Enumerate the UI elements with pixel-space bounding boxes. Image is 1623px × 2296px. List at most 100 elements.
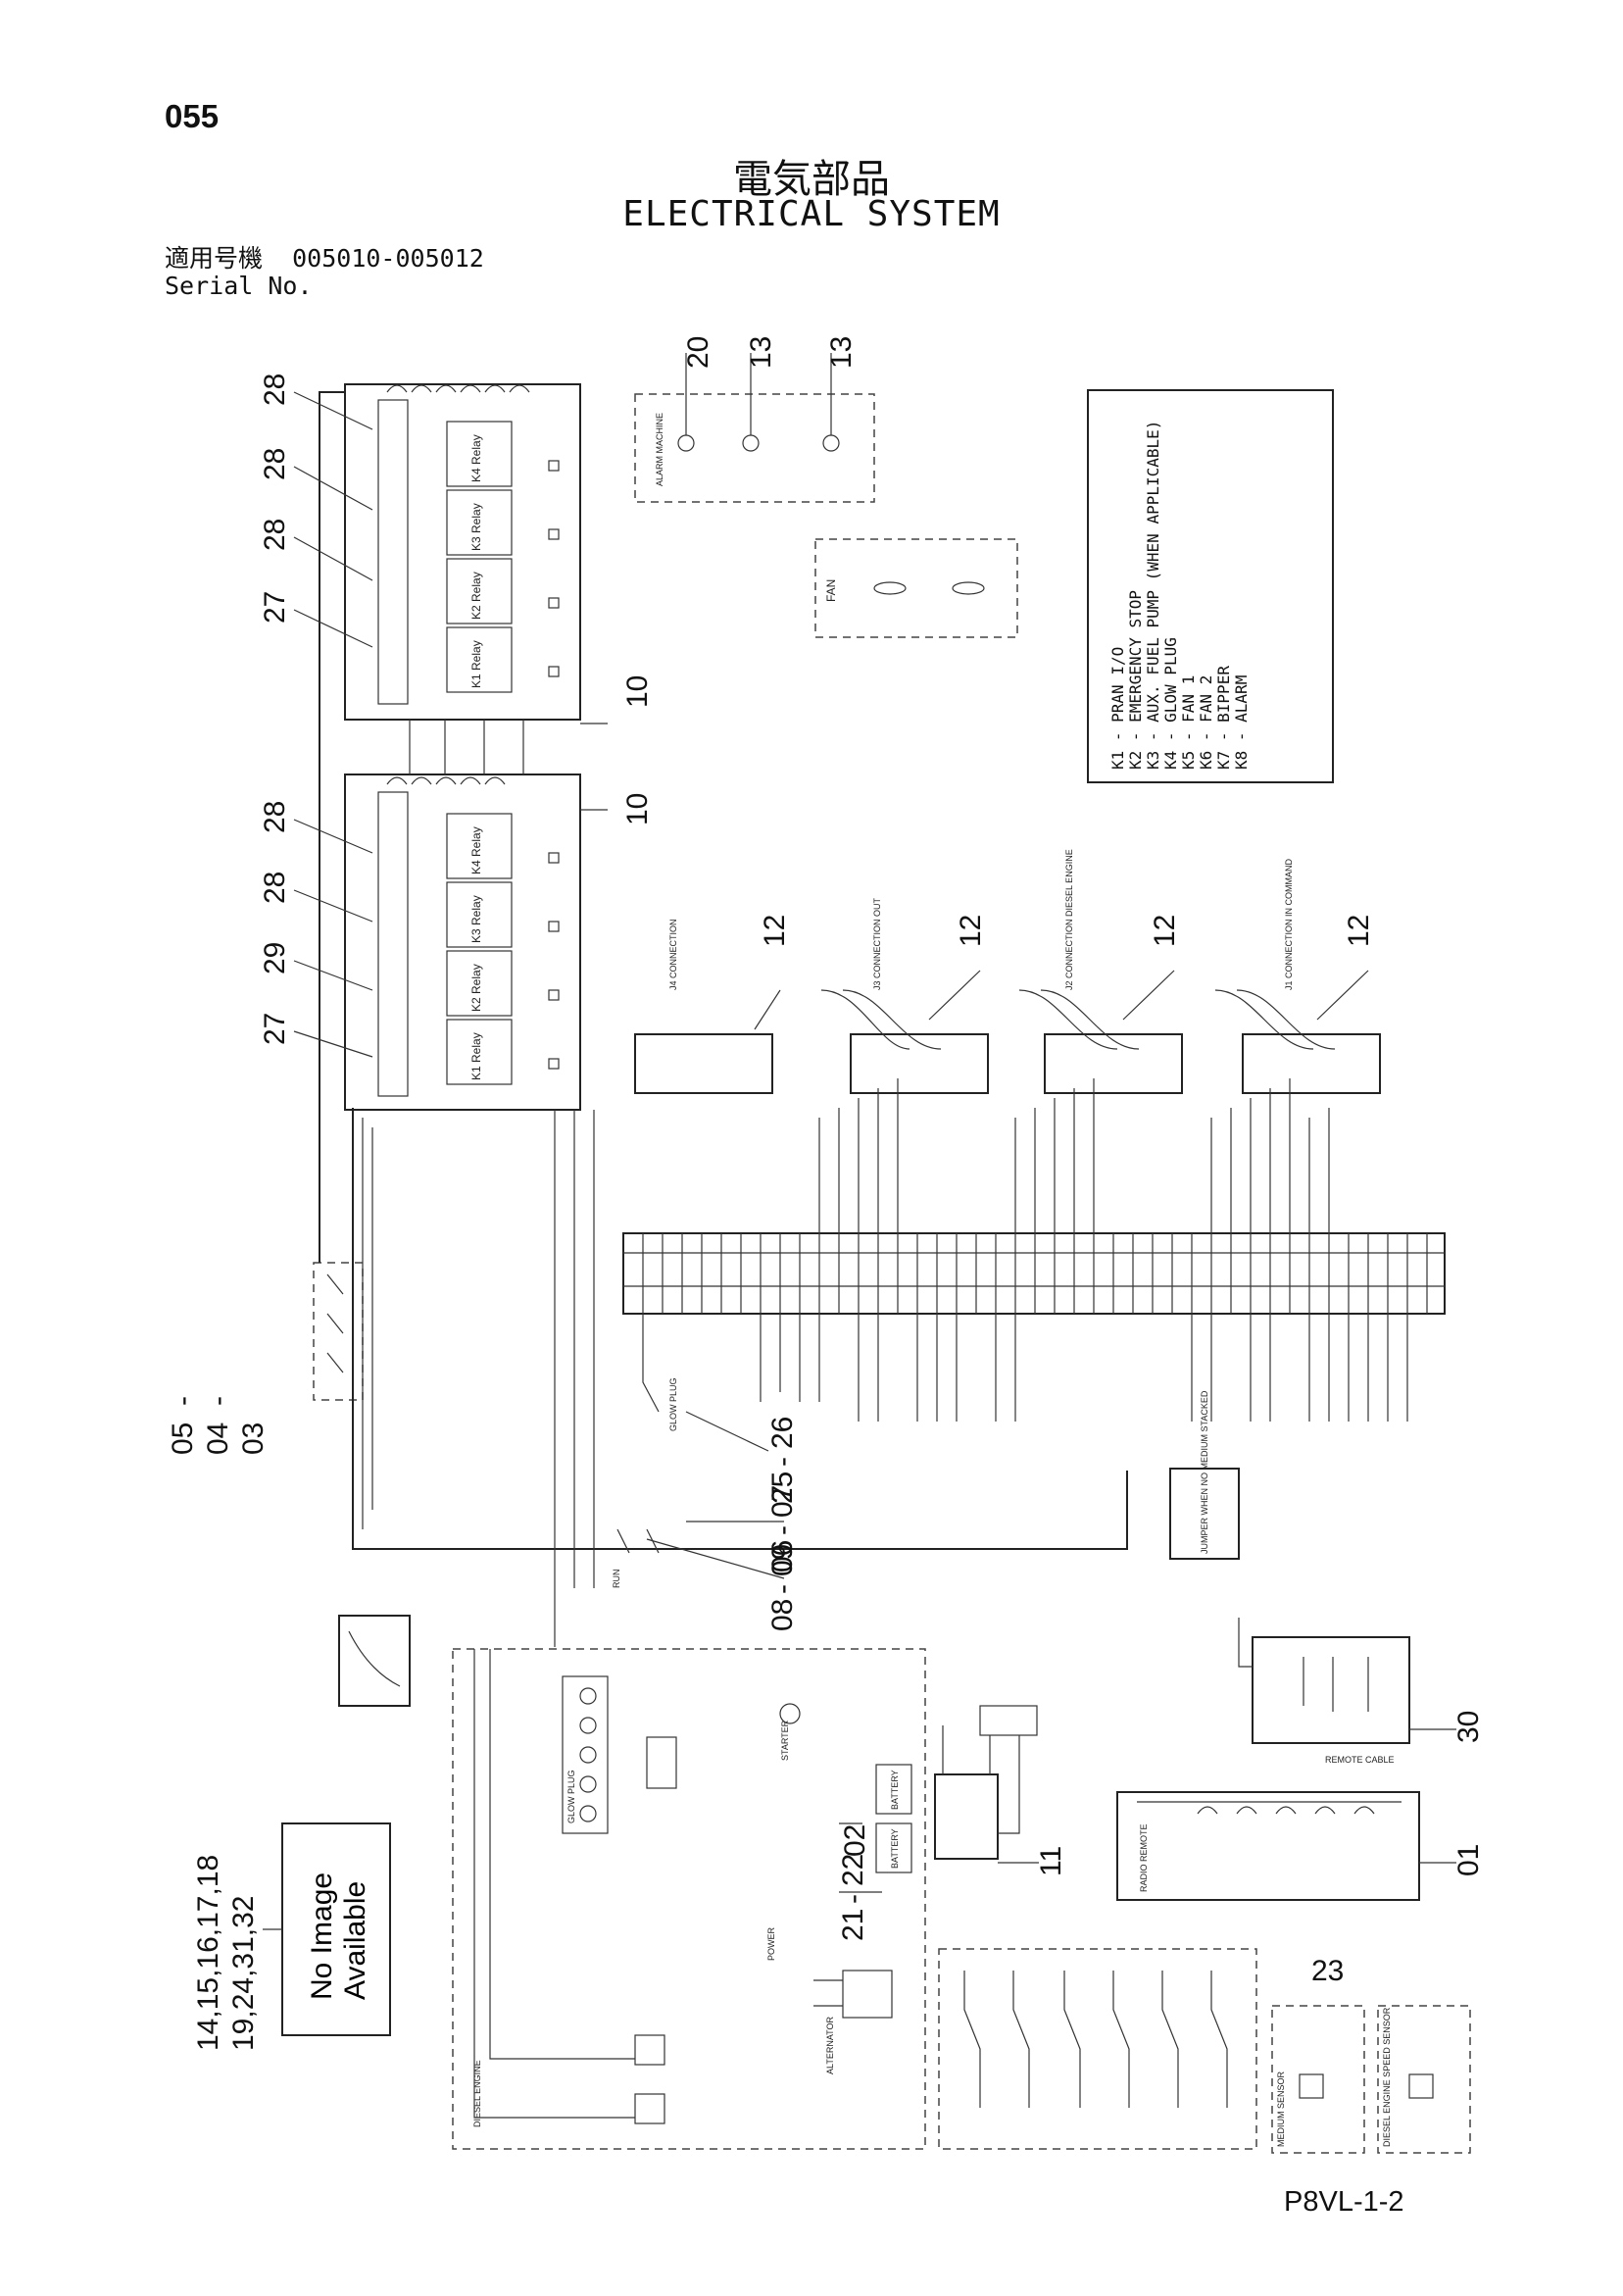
alternator-label: ALTERNATOR <box>825 2016 835 2074</box>
fan-label: FAN <box>824 579 838 602</box>
callout-23: 23 <box>1311 1955 1344 1987</box>
terminal-markers-upper <box>548 460 560 677</box>
page-number: 055 <box>165 98 220 134</box>
legend-k2: K2 - EMERGENCY STOP <box>1126 590 1145 770</box>
relay-k1-label-lower: K1 Relay <box>469 1032 483 1080</box>
drawing-code: P8VL-1-2 <box>1284 2186 1404 2218</box>
fan-box: FAN <box>814 538 1018 638</box>
callout-group-a: 14,15,16,17,18 <box>192 1855 224 2051</box>
callout-10a: 10 <box>621 675 654 708</box>
alarm-machine-label: ALARM MACHINE <box>655 413 664 486</box>
no-image-line2: Available <box>339 1881 371 2000</box>
callout-leaders <box>293 391 1456 1893</box>
callout-09: 09 <box>766 1544 799 1576</box>
relay-board-upper: K4 Relay K3 Relay K2 Relay K1 Relay <box>344 383 581 721</box>
relay-k4-label-lower: K4 Relay <box>469 826 483 874</box>
callout-27b: 27 <box>259 1013 291 1045</box>
callout-12d: 12 <box>1343 915 1375 947</box>
legend-k7: K7 - BIPPER <box>1214 666 1233 770</box>
callout-11: 11 <box>1035 1846 1067 1876</box>
legend-k3: K3 - AUX. FUEL PUMP (WHEN APPLICABLE) <box>1144 421 1162 770</box>
page-title: ELECTRICAL SYSTEM <box>622 194 1001 234</box>
remote-cable-label: REMOTE CABLE <box>1325 1755 1395 1765</box>
callout-04-sep: - <box>167 1396 199 1406</box>
callout-12a: 12 <box>759 915 791 947</box>
callout-22: 22 <box>837 1854 869 1886</box>
diesel-engine-label: DIESEL ENGINE <box>472 2060 482 2127</box>
panel-module-box <box>934 1705 1038 1860</box>
connector-blocks: J4 CONNECTION J3 CONNECTION OUT J2 CONNE… <box>634 849 1381 1094</box>
glow-plug-switch-label: GLOW PLUG <box>668 1377 678 1431</box>
serial-range: 005010-005012 <box>292 244 484 273</box>
legend-k5: K5 - FAN 1 <box>1179 675 1198 770</box>
sensor-boxes: MEDIUM SENSOR DIESEL ENGINE SPEED SENSOR <box>1271 2005 1471 2154</box>
callout-29: 29 <box>259 942 291 974</box>
j2-connection-label: J2 CONNECTION DIESEL ENGINE <box>1064 849 1074 990</box>
relay-k3-label: K3 Relay <box>469 503 483 551</box>
callout-28b: 28 <box>259 448 291 480</box>
j1-connection-label: J1 CONNECTION IN COMMAND <box>1284 858 1294 990</box>
track-switches-box <box>938 1948 1257 2150</box>
run-label: RUN <box>612 1570 621 1589</box>
relay-k2-label-lower: K2 Relay <box>469 964 483 1012</box>
callout-13b: 13 <box>825 336 858 369</box>
callout-12c: 12 <box>1149 915 1181 947</box>
callout-01: 01 <box>1452 1844 1485 1876</box>
serial-label-en: Serial No. <box>165 272 313 300</box>
callout-10b: 10 <box>621 793 654 825</box>
callout-28a: 28 <box>259 374 291 406</box>
terminal-ticks <box>642 1233 1428 1314</box>
legend-k6: K6 - FAN 2 <box>1197 675 1215 770</box>
callout-20: 20 <box>682 336 714 369</box>
alarm-machine-box: ALARM MACHINE <box>634 353 875 503</box>
serial-label-jp: 適用号機 <box>165 244 264 273</box>
relay-k3-label-lower: K3 Relay <box>469 895 483 943</box>
relay-board-lower: K4 Relay K3 Relay K2 Relay K1 Relay <box>344 774 581 1111</box>
relay-k1-label: K1 Relay <box>469 640 483 688</box>
jumper-note: JUMPER WHEN NO MEDIUM STACKED <box>1169 1390 1240 1560</box>
glow-plug-label: GLOW PLUG <box>566 1770 576 1823</box>
j4-connection-label: J4 CONNECTION <box>668 919 678 990</box>
callout-03: 03 <box>237 1423 270 1455</box>
callout-07: 07 <box>766 1485 799 1518</box>
power-label: POWER <box>766 1926 776 1961</box>
callout-21: 21 <box>837 1909 869 1941</box>
battery-label-1: BATTERY <box>890 1770 900 1810</box>
diesel-engine-box: GLOW PLUG BATTERY BATTERY STARTER ALTERN… <box>452 1648 926 2150</box>
callout-21-sep: - <box>837 1894 869 1904</box>
callout-13a: 13 <box>745 336 777 369</box>
legend-k1: K1 - PRAN I/O <box>1108 647 1127 770</box>
relay-legend: K1 - PRAN I/O K2 - EMERGENCY STOP K3 - A… <box>1087 389 1334 783</box>
radio-remote-box: RADIO REMOTE <box>1116 1791 1420 1901</box>
relay-cells-upper <box>446 421 513 693</box>
terminal-markers-lower <box>548 852 560 1070</box>
jumper-label: JUMPER WHEN NO MEDIUM STACKED <box>1200 1390 1209 1554</box>
relay-cells-lower <box>446 813 513 1085</box>
relay-k4-label: K4 Relay <box>469 434 483 482</box>
callout-02: 02 <box>839 1824 871 1857</box>
callout-03-sep: - <box>202 1396 234 1406</box>
medium-sensor-label: MEDIUM SENSOR <box>1276 2071 1286 2147</box>
callout-group-b: 19,24,31,32 <box>227 1896 260 2051</box>
callout-25-sep: - <box>766 1457 799 1467</box>
key-switch-box <box>313 1262 364 1401</box>
callout-27a: 27 <box>259 591 291 624</box>
callout-04: 04 <box>202 1423 234 1455</box>
callout-05: 05 <box>167 1423 199 1455</box>
callout-numbers: 20 13 13 28 28 28 27 10 10 28 28 29 27 1… <box>167 336 1485 2051</box>
terminal-strip <box>622 1078 1446 1422</box>
callout-12b: 12 <box>955 915 987 947</box>
callout-26: 26 <box>766 1417 799 1449</box>
callout-28e: 28 <box>259 872 291 904</box>
callout-06: 06 <box>766 1540 799 1572</box>
callout-30: 30 <box>1452 1711 1485 1743</box>
callout-28c: 28 <box>259 519 291 551</box>
remote-cable-box: REMOTE CABLE <box>1252 1636 1410 1765</box>
j3-connection-label: J3 CONNECTION OUT <box>872 897 882 990</box>
legend-k4: K4 - GLOW PLUG <box>1161 637 1180 770</box>
page-title-japanese: 電気部品 <box>733 157 890 202</box>
callout-08-sep: - <box>766 1584 799 1594</box>
battery-label-2: BATTERY <box>890 1828 900 1869</box>
serial-number-block: 適用号機 005010-005012 Serial No. <box>165 245 484 300</box>
